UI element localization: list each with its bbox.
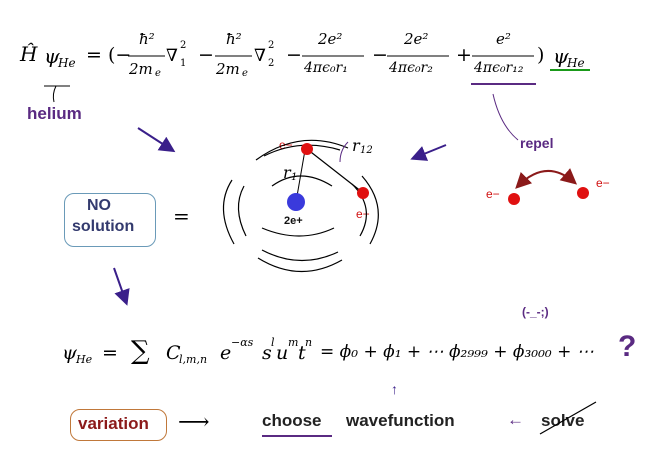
den-2-sub: e [242,68,248,79]
den-1-sub: e [155,68,161,79]
r12-sub: 12 [360,145,373,156]
psi-he: ψ [62,342,77,364]
no-solution-box [64,193,156,247]
sum-sign: ∑ [131,336,150,366]
exp-e: e [220,342,232,364]
num-3: 2e² [318,30,343,48]
expansion-equals: = [102,342,118,364]
psi-rhs: ψ [553,44,569,68]
equals-sign: = [173,204,190,228]
r12-label: r [352,136,360,155]
den-5: 4πϵ₀r₁₂ [474,60,524,76]
orbital-arcs [222,139,379,273]
lap-2-sub: 2 [268,58,275,69]
repel-double-arrow [515,168,578,189]
var-t-sup: n [305,336,313,349]
psi-rhs-sub: He [567,56,585,70]
num-5: e² [496,30,511,48]
minus-3: − [372,44,388,66]
h-hat: Ĥ [20,42,38,66]
repel-electron2-dot [577,187,589,199]
helium-pointer [52,85,57,103]
repel-electron1-label: e− [486,187,500,201]
lap-2-sup: 2 [268,40,275,51]
wavefunction-label: wavefunction [346,411,455,430]
lap-1-sub: 1 [180,58,187,69]
lap-1: ∇ [166,46,178,66]
phi-series: = ϕ₀ + ϕ₁ + ⋯ ϕ₂₉₉₉ + ϕ₃₀₀₀ + ⋯ [320,342,594,362]
up-arrow: ↑ [391,381,398,397]
den-1: 2m [129,60,153,78]
repel-label: repel [520,135,554,151]
no-solution-line1: NO [87,197,111,214]
no-solution-line2: solution [72,218,135,235]
coef-c-sub: l,m,n [179,353,208,366]
question-mark: ? [618,330,637,363]
lap-2: ∇ [254,46,266,66]
helium-label: helium [27,104,82,123]
nucleus-dot [287,193,305,211]
nucleus-label: 2e+ [284,215,303,227]
psi-he-sub: He [76,353,93,366]
r1-label: r [283,163,291,182]
r12-line [306,148,363,193]
exp-power: −αs [231,336,254,349]
emoticon: (-_-;) [522,305,549,319]
lap-1-sup: 2 [180,40,187,51]
var-s: s [262,342,272,364]
minus-1: − [198,44,214,66]
var-s-sup: l [271,336,275,349]
var-u-sup: m [288,336,299,349]
var-u: u [276,342,289,364]
repel-electron1-dot [508,193,520,205]
eq-close: ) [537,44,545,66]
solve-strikethrough [539,401,597,435]
coef-c: C [166,342,181,364]
den-4: 4πϵ₀r₂ [389,60,433,76]
electron2-dot [357,187,369,199]
den-2: 2m [216,60,240,78]
repel-pointer [492,93,519,141]
variation-label: variation [78,414,149,433]
var-t: t [298,342,306,364]
den-3: 4πϵ₀r₁ [304,60,348,76]
right-arrow-text: ⟶ [178,410,210,435]
arrow-helium-to-atom [137,127,176,153]
electron1-dot [301,143,313,155]
r1-sub: 1 [291,172,298,183]
psi-lhs-sub: He [58,56,76,70]
choose-label: choose [262,411,322,430]
r12-pointer [339,141,349,163]
psi-lhs: ψ [44,44,60,68]
hbar-2: ħ² [226,30,242,48]
eq-open: = (− [86,44,132,66]
plus-5: + [456,44,472,66]
num-4: 2e² [404,30,429,48]
arrow-repel-to-atom [410,144,447,161]
left-arrow: ← [507,410,524,429]
minus-2: − [286,44,302,66]
repel-electron2-label: e− [596,176,610,190]
arrow-down-to-expansion [113,267,130,306]
variation-box [70,409,167,441]
hbar-1: ħ² [139,30,155,48]
